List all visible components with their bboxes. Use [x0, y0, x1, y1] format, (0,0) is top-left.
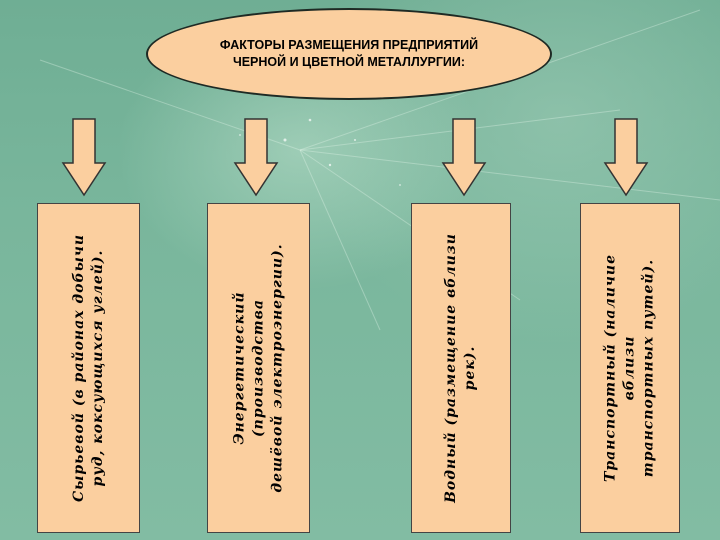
factor-box-raw-material: Сырьевой (в районах добычи руд, коксующи… — [37, 203, 140, 533]
arrow-down-icon — [61, 118, 107, 197]
arrow-down-icon — [603, 118, 649, 197]
factor-line: транспортных путей). — [640, 258, 657, 478]
factor-line: рек). — [462, 345, 478, 391]
factor-box-transport: Транспортный (наличие вблизи транспортны… — [580, 203, 680, 533]
factor-text: Сырьевой (в районах добычи руд, коксующи… — [70, 209, 108, 527]
arrow-down-icon — [233, 118, 279, 197]
factor-line: руд, коксующихся углей). — [89, 249, 106, 487]
factor-line: дешёвой электроэнергии). — [269, 243, 285, 493]
arrow-down-icon — [441, 118, 487, 197]
factor-box-energy: Энергетический (производства дешёвой эле… — [207, 203, 310, 533]
factor-line: Энергетический — [231, 291, 247, 445]
factor-box-water: Водный (размещение вблизи рек). — [411, 203, 511, 533]
title-line-1: ФАКТОРЫ РАЗМЕЩЕНИЯ ПРЕДПРИЯТИЙ — [219, 38, 479, 52]
factor-text: Энергетический (производства дешёвой эле… — [230, 209, 287, 527]
title-line-2: ЧЕРНОЙ И ЦВЕТНОЙ МЕТАЛЛУРГИИ: — [232, 55, 466, 69]
factor-text: Водный (размещение вблизи рек). — [442, 209, 480, 527]
title-oval: ФАКТОРЫ РАЗМЕЩЕНИЯ ПРЕДПРИЯТИЙ ЧЕРНОЙ И … — [146, 8, 552, 100]
factor-text: Транспортный (наличие вблизи транспортны… — [602, 209, 659, 527]
factor-line: вблизи — [621, 335, 638, 401]
factor-line: (производства — [250, 299, 266, 437]
factor-line: Транспортный (наличие — [602, 253, 619, 483]
factor-line: Водный (размещение вблизи — [443, 233, 459, 503]
factor-line: Сырьевой (в районах добычи — [70, 233, 87, 503]
diagram-title: ФАКТОРЫ РАЗМЕЩЕНИЯ ПРЕДПРИЯТИЙ ЧЕРНОЙ И … — [189, 37, 509, 71]
